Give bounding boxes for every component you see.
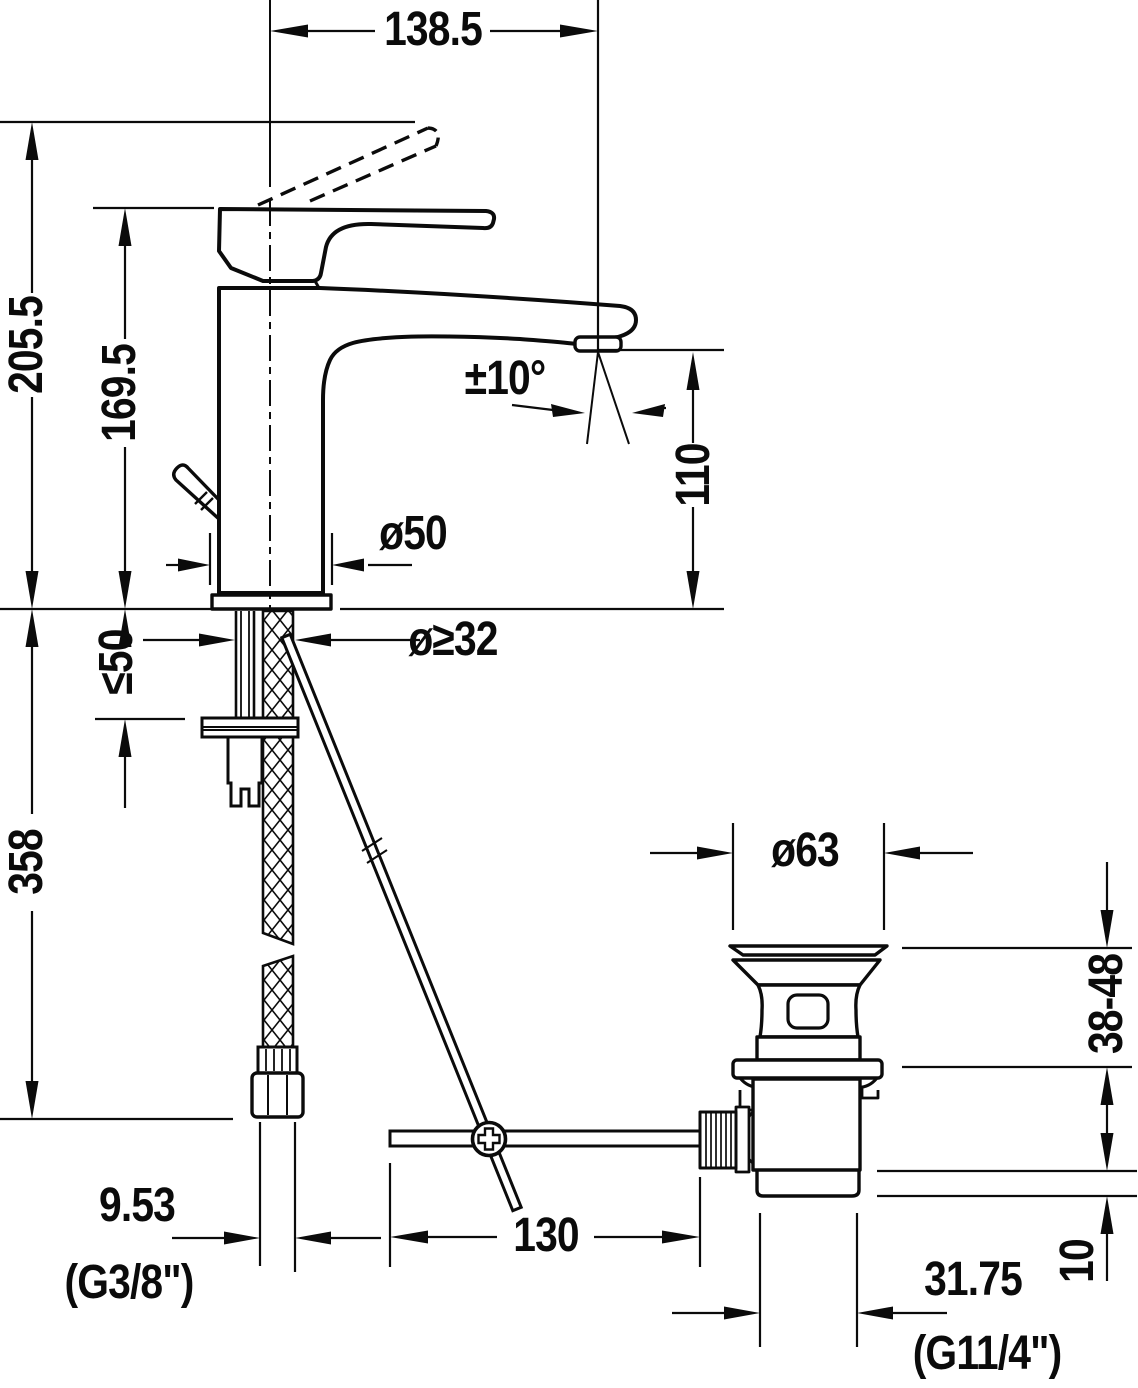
dim-label-rod-length: 130 (513, 1209, 579, 1262)
dim-label-waste-flange-diameter: ø63 (771, 824, 840, 877)
dim-label-handle-height: 169.5 (93, 344, 146, 442)
dim-label-waste-thread: (G11/4") (912, 1327, 1062, 1380)
dim-label-hose-length: 358 (0, 829, 53, 895)
dimension-arrowheads (25, 24, 1114, 1320)
dim-label-supply-thread-diameter: 9.53 (98, 1179, 176, 1232)
dim-label-waste-thread-diameter: 31.75 (924, 1253, 1023, 1306)
dim-label-outlet-height: 110 (667, 443, 720, 507)
dim-label-spout-reach: 138.5 (384, 3, 483, 56)
mounting-shank (200, 611, 300, 808)
raised-handle-dashed (257, 126, 440, 207)
dim-label-base-diameter: ø50 (379, 507, 448, 560)
dim-label-max-counter-thickness: ≤50 (90, 629, 143, 695)
dimension-lines (0, 0, 1137, 1347)
dim-label-overall-height: 205.5 (0, 296, 53, 394)
dim-label-waste-offset: 10 (1051, 1239, 1104, 1283)
drain-assembly (698, 944, 889, 1198)
dim-label-spout-angle: ±10° (464, 352, 547, 405)
dim-label-basin-thickness-range: 38-48 (1080, 953, 1133, 1055)
supply-hose (250, 609, 305, 1119)
dim-label-min-hole-diameter: ø≥32 (408, 613, 498, 666)
pop-up-rod-linkage (279, 632, 702, 1213)
spray-angle-lines (586, 351, 630, 445)
dim-label-supply-thread: (G3/8") (64, 1256, 194, 1309)
